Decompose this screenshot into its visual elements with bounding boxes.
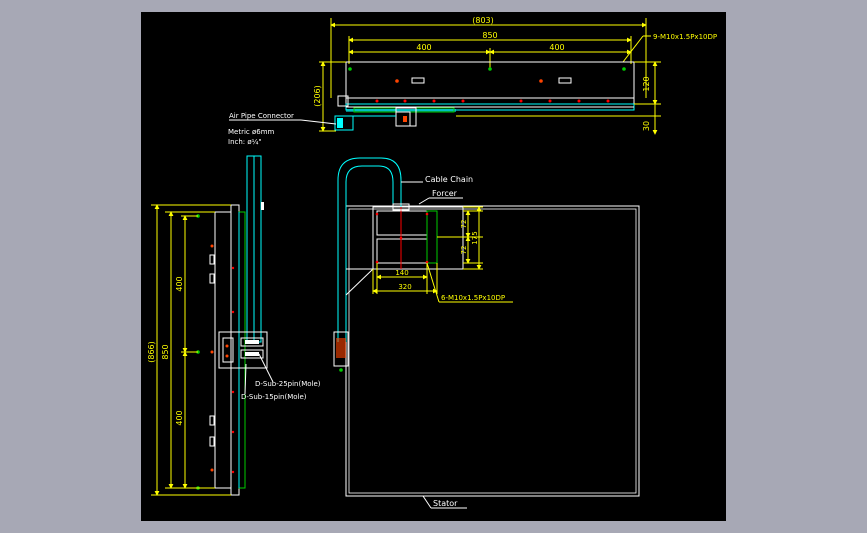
connector-block: [218, 331, 268, 369]
thread-note-top: 9-M10x1.5Px10DP: [653, 33, 717, 41]
dim-866: (866): [147, 341, 156, 363]
dim-72-bottom: 72: [460, 246, 468, 255]
actuator-body-side: [230, 204, 240, 496]
dim-140: 140: [395, 269, 408, 277]
air-pipe-metric: Metric ø6mm: [228, 128, 275, 136]
dim-803: (803): [472, 16, 494, 25]
dim-400-upper: 400: [175, 276, 184, 291]
dim-400-top-right: 400: [549, 43, 564, 52]
cable-chain-label: Cable Chain: [425, 175, 473, 184]
dim-206: (206): [313, 85, 322, 107]
dim-72-top: 72: [460, 220, 468, 229]
stator-label: Stator: [433, 499, 458, 508]
dim-850-top: 850: [482, 31, 497, 40]
drawing-sheet: (803) 850 400 400 9-M10x1.5Px10DP: [141, 12, 726, 521]
dim-400-top-left: 400: [416, 43, 431, 52]
side-view: D-Sub-25pin(Mole) D-Sub-15pin(Mole) (866…: [147, 155, 321, 496]
connector-15pin: D-Sub-15pin(Mole): [241, 393, 307, 401]
dim-175: 175: [471, 231, 479, 244]
dim-120: 120: [642, 76, 651, 91]
dim-850-side: 850: [161, 344, 170, 359]
plan-view: Cable Chain Forcer Stator 72 72 175 140 …: [333, 157, 640, 509]
dim-400-lower: 400: [175, 410, 184, 425]
stator-outline: [345, 205, 640, 497]
forcer-label: Forcer: [432, 189, 458, 198]
top-view: (803) 850 400 400 9-M10x1.5Px10DP: [313, 16, 717, 135]
dim-30: 30: [642, 121, 651, 131]
air-pipe-title: Air Pipe Connector: [229, 112, 294, 120]
connector-25pin: D-Sub-25pin(Mole): [255, 380, 321, 388]
air-pipe-inch: Inch: ø¼": [228, 138, 262, 146]
air-pipe-note: Air Pipe Connector Metric ø6mm Inch: ø¼": [228, 112, 337, 146]
cable-chain: [337, 157, 402, 342]
dim-320: 320: [398, 283, 411, 291]
thread-note-forcer: 6-M10x1.5Px10DP: [441, 294, 505, 302]
forcer-body: [372, 206, 464, 270]
cad-drawing: (803) 850 400 400 9-M10x1.5Px10DP: [147, 16, 717, 509]
